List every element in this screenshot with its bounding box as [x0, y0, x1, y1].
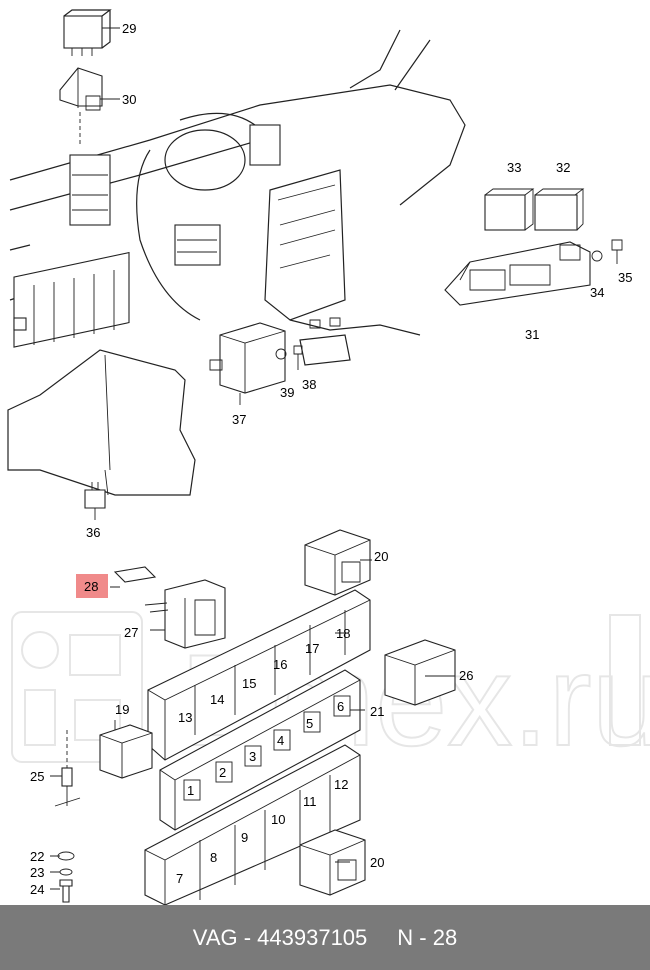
callout-18: 18: [336, 626, 350, 641]
callout-8: 8: [210, 850, 217, 865]
callout-39: 39: [280, 385, 294, 400]
callout-27: 27: [124, 625, 138, 640]
callout-1: 1: [187, 783, 194, 798]
footer-part-number: VAG - 443937105: [192, 924, 368, 950]
footer-bar: VAG - 443937105 N - 28: [0, 905, 650, 970]
callout-35: 35: [618, 270, 632, 285]
callout-7: 7: [176, 871, 183, 886]
callout-31: 31: [525, 327, 539, 342]
callout-22: 22: [30, 849, 44, 864]
callout-32: 32: [556, 160, 570, 175]
callout-14: 14: [210, 692, 224, 707]
callout-38: 38: [302, 377, 316, 392]
callout-20-top: 20: [374, 549, 388, 564]
callout-36: 36: [86, 525, 100, 540]
footer-reference: N - 28: [397, 924, 458, 950]
callout-33: 33: [507, 160, 521, 175]
callout-6: 6: [337, 699, 344, 714]
callout-25: 25: [30, 769, 44, 784]
callout-23: 23: [30, 865, 44, 880]
callout-37: 37: [232, 412, 246, 427]
parts-diagram: Emex.ru: [7, 9, 650, 905]
callout-9: 9: [241, 830, 248, 845]
callout-19: 19: [115, 702, 129, 717]
callout-5: 5: [306, 716, 313, 731]
callout-26: 26: [459, 668, 473, 683]
callout-4: 4: [277, 733, 284, 748]
callout-21: 21: [370, 704, 384, 719]
callout-17: 17: [305, 641, 319, 656]
callout-labels: 29 30 33 32 35 34 31 39 38 37 36 20 28 2…: [30, 21, 632, 897]
callout-15: 15: [242, 676, 256, 691]
callout-12: 12: [334, 777, 348, 792]
callout-2: 2: [219, 765, 226, 780]
callout-3: 3: [249, 749, 256, 764]
callout-30: 30: [122, 92, 136, 107]
callout-16: 16: [273, 657, 287, 672]
callout-20-bottom: 20: [370, 855, 384, 870]
highlight-part-28: [76, 574, 108, 598]
callout-24: 24: [30, 882, 44, 897]
callout-10: 10: [271, 812, 285, 827]
dashboard-drawing: [7, 9, 623, 520]
callout-29: 29: [122, 21, 136, 36]
callout-34: 34: [590, 285, 604, 300]
callout-13: 13: [178, 710, 192, 725]
watermark-logo-icon: [11, 611, 143, 763]
callout-28: 28: [84, 579, 98, 594]
callout-11: 11: [303, 794, 317, 809]
relay-carrier-drawing: [50, 529, 456, 905]
